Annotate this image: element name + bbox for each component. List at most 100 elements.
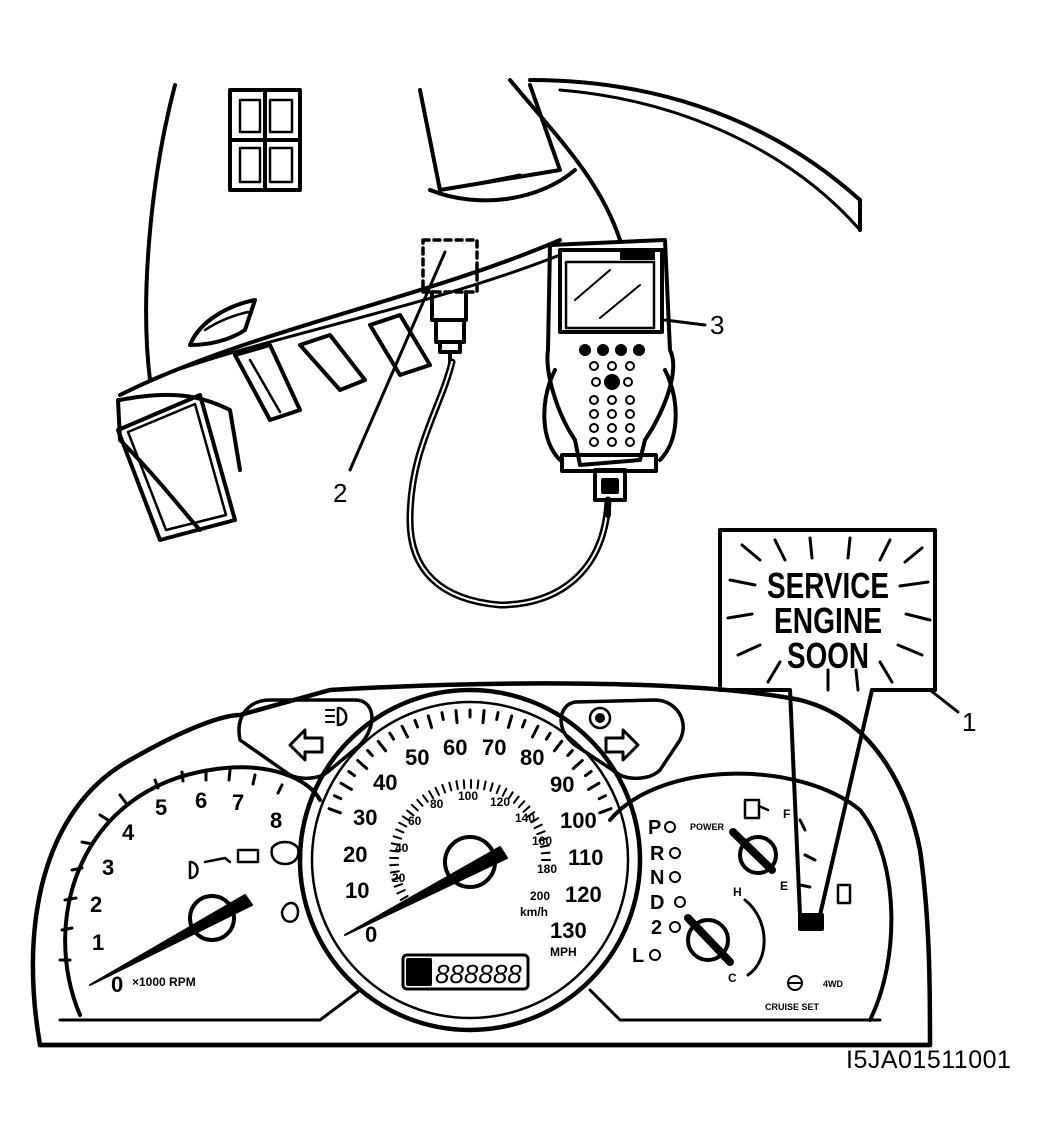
kmh-tick [389,863,400,867]
tach-label-4: 4 [122,820,135,845]
gear-2: 2 [651,917,662,939]
kmh-tick [538,837,548,842]
speedometer-tick [339,781,353,791]
kmh-tick [410,803,419,812]
scan-tool-keypad [579,344,645,447]
mph-label-110: 110 [568,845,604,870]
kmh-tick [441,783,447,794]
kmh-tick [512,795,520,804]
tach-label-2: 2 [90,892,102,917]
kmh-tick [389,870,400,874]
tach-label-5: 5 [155,795,167,820]
gear-p: P [648,817,661,839]
kmh-label-200: 200 [530,889,550,903]
odometer-display: 888888 [435,959,522,989]
mph-label-80: 80 [520,745,544,770]
gear-r: R [650,843,665,865]
gear-d: D [650,892,664,914]
kmh-tick [399,895,409,901]
kmh-label-180: 180 [537,862,557,876]
kmh-tick [393,883,404,888]
temp-hot-label: H [733,885,742,899]
gear-l: L [632,945,644,967]
tach-label-7: 7 [232,790,244,815]
kmh-tick [517,800,526,809]
kmh-label-160: 160 [532,834,552,848]
speedometer-tick [544,731,552,741]
power-label: POWER [690,822,725,832]
speedometer-tick [400,724,410,739]
callout-3-leader [663,318,707,327]
kmh-tick [507,791,514,801]
speedometer-tick [454,709,459,725]
callout-1-leader [928,688,960,714]
kmh-tick [390,842,401,847]
speedometer-tick [426,714,434,729]
mph-label-10: 10 [345,878,369,903]
speedometer-tick [552,739,564,753]
kmh-tick [483,780,487,791]
tachometer-labels: 0 1 2 3 4 5 6 7 8 ×1000 RPM [90,788,282,997]
kmh-tick [540,851,551,855]
tach-label-1: 1 [92,930,104,955]
mph-label-100: 100 [560,808,597,833]
document-id: I5JA01511001 [846,1046,1012,1074]
tach-label-3: 3 [102,855,114,880]
kmh-tick [406,809,415,817]
speedometer-tick [598,807,613,815]
mph-label-50: 50 [405,745,429,770]
kmh-tick [526,811,536,818]
fourwd-label: 4WD [823,979,844,989]
kmh-tick [501,787,508,797]
kmh-tick [391,876,402,881]
speedometer-ticks [327,708,613,901]
temp-cold-label: C [728,971,737,985]
speedometer-tick [440,711,445,722]
speedometer-tick [332,794,343,801]
kmh-tick [395,828,405,834]
speedometer-tick [571,759,584,770]
callout-1: 1 [962,707,976,737]
fuel-empty-label: E [780,879,788,893]
mph-unit: MPH [550,945,577,959]
kmh-tick [455,780,459,791]
warning-line-2: ENGINE [774,600,882,641]
speedometer-tick [356,759,369,770]
kmh-label-60: 60 [408,814,422,828]
tach-label-8: 8 [270,808,282,833]
scan-tool [542,238,678,518]
speedometer-tick [327,807,342,815]
kmh-label-20: 20 [392,871,406,885]
kmh-tick [462,779,466,790]
kmh-tick [533,823,543,830]
speedometer-tick [506,714,514,729]
kmh-label-40: 40 [395,841,409,855]
kmh-unit: km/h [520,905,548,919]
tach-unit: ×1000 RPM [132,975,196,989]
speedometer-tick [495,711,500,722]
kmh-tick [495,784,501,795]
warning-line-1: SERVICE [767,565,889,606]
kmh-tick [416,798,424,807]
mph-label-130: 130 [550,918,587,943]
mph-label-70: 70 [482,735,506,760]
kmh-tick [539,844,550,848]
callout-3: 3 [710,310,724,340]
speedometer-kmh-labels: 20 40 60 80 100 120 140 160 180 200 km/h [392,789,557,919]
kmh-tick [536,830,546,836]
speedometer-tick [587,781,601,791]
kmh-tick [396,889,406,895]
speedometer-tick [366,748,374,758]
kmh-label-80: 80 [430,797,444,811]
kmh-tick [434,786,441,797]
mph-label-20: 20 [343,842,367,867]
gear-n: N [650,867,664,889]
dashboard-under-view [116,78,862,542]
kmh-label-100: 100 [458,789,478,803]
speedometer-tick [481,709,486,725]
speedometer-tick [413,718,420,729]
speedometer-tick [520,718,527,729]
callout-2: 2 [333,478,347,508]
kmh-tick [421,794,429,803]
